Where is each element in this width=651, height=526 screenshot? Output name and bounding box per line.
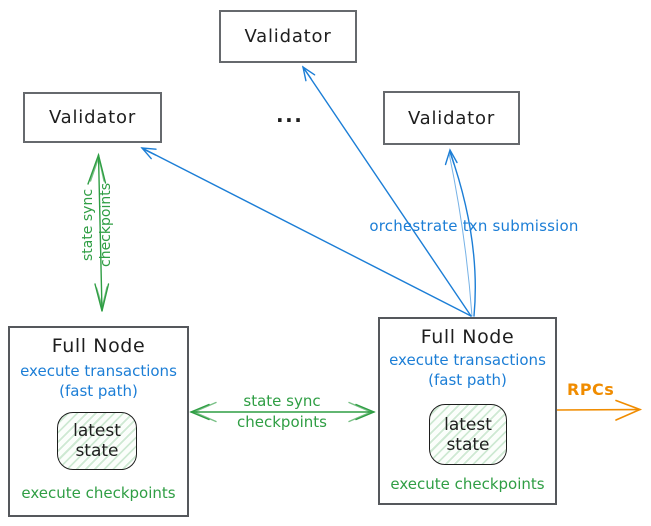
full-node-left-footer: execute checkpoints [21,484,176,502]
latest-state-box-right: latest state [429,404,507,465]
state-text: state [75,441,119,461]
latest-state-left-text: latest state [73,421,121,461]
validator-box-right: Validator [383,91,520,145]
full-node-right-title: Full Node [420,326,515,348]
exec-transactions-text: execute transactions [20,362,177,380]
state-sync-horizontal-label: state sync checkpoints [212,391,352,433]
full-node-left-exec: execute transactions (fast path) [10,361,187,401]
latest-state-box-left: latest state [57,412,137,470]
orchestrate-txn-label: orchestrate txn submission [369,217,579,235]
full-node-box-right: Full Node execute transactions (fast pat… [378,317,557,505]
full-node-left-title: Full Node [51,335,146,357]
validator-left-label: Validator [48,107,137,128]
full-node-right-exec: execute transactions (fast path) [380,350,555,390]
full-node-right-footer: execute checkpoints [390,475,545,493]
validator-top-label: Validator [244,26,332,47]
rpcs-arrow [555,399,643,421]
state-sync-text: state sync [80,188,96,262]
fast-path-text: (fast path) [428,371,507,389]
validator-right-label: Validator [407,107,496,129]
checkpoints-text: checkpoints [98,183,114,267]
full-node-box-left: Full Node execute transactions (fast pat… [8,326,189,517]
latest-state-right-text: latest state [444,415,492,455]
rpcs-label: RPCs [567,380,615,399]
state-sync-text: state sync [243,392,321,410]
state-text: state [446,434,490,455]
state-sync-vertical-label: state sync checkpoints [79,160,115,290]
latest-text: latest [444,414,492,435]
validators-ellipsis: ... [276,103,304,127]
latest-text: latest [73,421,121,441]
exec-transactions-text: execute transactions [389,351,546,369]
validator-box-left: Validator [23,92,162,143]
validator-box-top: Validator [219,10,357,63]
fast-path-text: (fast path) [59,382,138,400]
checkpoints-text: checkpoints [237,413,327,431]
